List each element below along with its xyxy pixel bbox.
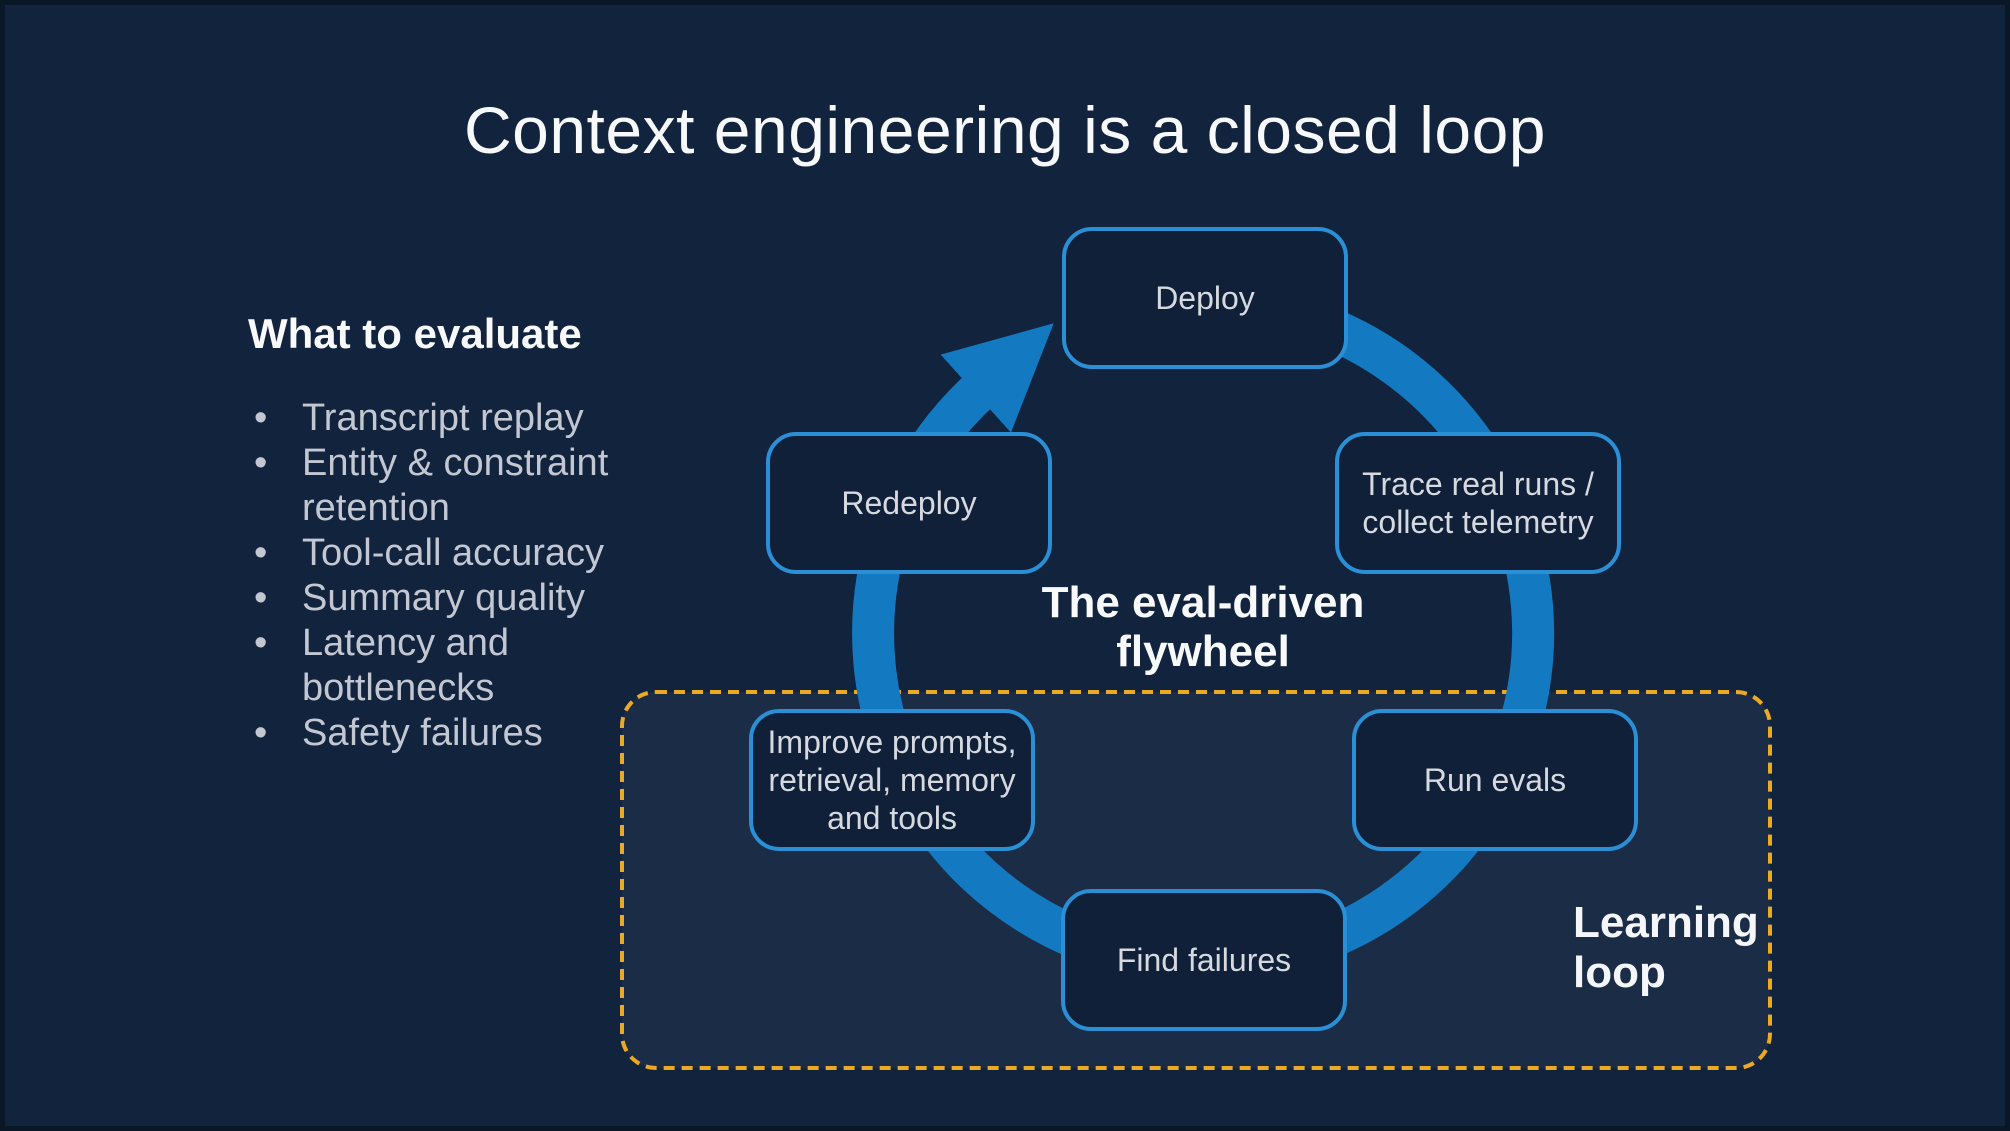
flywheel-node-run-evals: Run evals (1352, 709, 1638, 851)
what-to-evaluate-heading: What to evaluate (248, 310, 582, 357)
learning-loop-label: Learning loop (1573, 898, 1759, 997)
eval-item-safety-failures: Safety failures (246, 711, 766, 756)
eval-item-summary-quality: Summary quality (246, 576, 766, 621)
node-label-redeploy: Redeploy (841, 485, 977, 521)
flywheel-node-improve: Improve prompts, retrieval, memory and t… (749, 709, 1035, 851)
eval-item-tool-call-accuracy: Tool-call accuracy (246, 531, 766, 576)
eval-item-entity-constraint-retention: Entity & constraint retention (246, 441, 766, 531)
evaluate-list: Transcript replay Entity & constraint re… (246, 396, 766, 756)
flywheel-center-label: The eval-driven flywheel (1041, 578, 1365, 676)
slide-title: Context engineering is a closed loop (463, 93, 1547, 167)
node-label-improve: Improve prompts, retrieval, memory and t… (767, 724, 1017, 836)
node-label-run-evals: Run evals (1423, 762, 1567, 798)
eval-item-latency-bottlenecks: Latency and bottlenecks (246, 621, 766, 711)
flywheel-node-trace-real-runs: Trace real runs / collect telemetry (1335, 432, 1621, 574)
flywheel-node-deploy: Deploy (1062, 227, 1348, 369)
node-label-find-failures: Find failures (1116, 942, 1292, 978)
node-label-deploy: Deploy (1155, 280, 1255, 316)
eval-item-transcript-replay: Transcript replay (246, 396, 766, 441)
node-label-trace-real-runs: Trace real runs / collect telemetry (1362, 466, 1594, 540)
flywheel-node-find-failures: Find failures (1061, 889, 1347, 1031)
flywheel-node-redeploy: Redeploy (766, 432, 1052, 574)
